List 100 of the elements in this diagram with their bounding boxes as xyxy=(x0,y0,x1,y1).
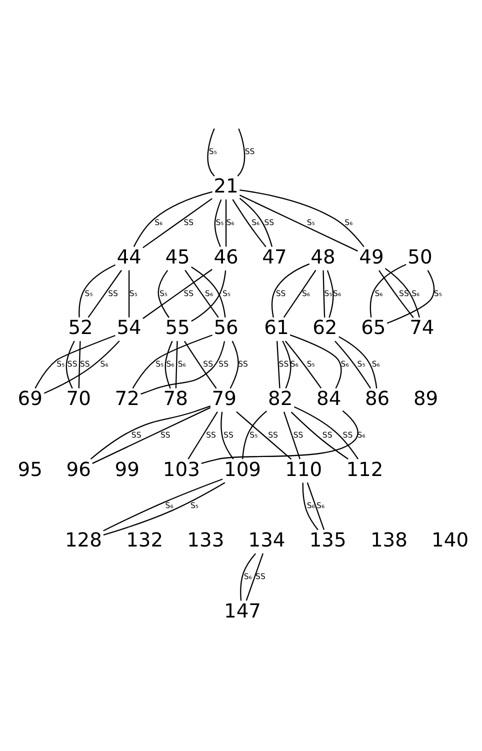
edge-label: SS xyxy=(268,430,278,439)
connector xyxy=(207,128,215,176)
connector xyxy=(78,264,116,317)
connector xyxy=(158,269,170,318)
connector xyxy=(284,340,322,388)
connector xyxy=(239,197,273,246)
node-text: 78 xyxy=(163,386,188,410)
connector xyxy=(132,334,212,388)
connector xyxy=(142,268,212,318)
node-text: 95 xyxy=(18,457,42,480)
connector xyxy=(225,198,227,246)
node-text: 62 xyxy=(312,316,338,339)
connector xyxy=(384,267,420,318)
connector xyxy=(386,270,435,324)
connector xyxy=(184,340,217,388)
connector xyxy=(239,194,358,252)
edge-label: S₆ xyxy=(357,430,366,439)
edge-label: S₅ xyxy=(222,288,231,298)
node-text: 133 xyxy=(187,528,224,552)
connector xyxy=(282,340,292,388)
connector xyxy=(34,334,116,388)
connector xyxy=(232,198,266,247)
edge-label: S₆ xyxy=(333,288,342,298)
node-text: 47 xyxy=(262,244,287,268)
edge-label: S₅ xyxy=(216,217,224,226)
edge-label: S₆ xyxy=(344,217,353,226)
node-text: 21 xyxy=(214,174,238,198)
node-text: 65 xyxy=(361,316,386,339)
node-text: 89 xyxy=(413,386,438,410)
edge-label: S₅ xyxy=(208,146,217,156)
connector xyxy=(237,128,246,176)
connector xyxy=(294,406,359,459)
node-text: 74 xyxy=(410,316,434,339)
edge-label: S₆ xyxy=(100,359,108,368)
connector xyxy=(214,198,222,247)
edge-label: S₅ xyxy=(434,288,442,298)
edge-label: S₅ xyxy=(159,288,168,298)
edge-label: S₆ xyxy=(166,359,174,368)
edge-label: SS xyxy=(256,571,266,580)
edge-label: S₆ xyxy=(252,217,260,226)
connector xyxy=(133,190,212,246)
edge-label: SS xyxy=(108,288,118,298)
connector xyxy=(188,411,218,459)
edge-label: S₆ xyxy=(226,217,234,226)
connector xyxy=(302,482,318,530)
connector xyxy=(276,340,280,388)
node-text: 79 xyxy=(212,386,236,410)
edge-label: S₆ xyxy=(374,288,383,298)
connector xyxy=(378,270,414,318)
connector xyxy=(220,411,234,459)
node-text: 112 xyxy=(346,457,384,480)
edge-label: S₆ xyxy=(316,500,325,510)
node-text: 72 xyxy=(114,386,140,410)
edge-label: S₆ xyxy=(302,288,310,298)
node-text: 46 xyxy=(214,244,238,268)
connector xyxy=(66,340,75,388)
connector xyxy=(142,198,212,248)
edge-label: S₆ xyxy=(205,288,214,298)
edge-label: SS xyxy=(131,430,142,439)
connector xyxy=(322,270,326,318)
edge-label: SS xyxy=(293,430,304,439)
connector xyxy=(242,410,267,459)
connector xyxy=(326,270,334,318)
edge-label: SS xyxy=(160,430,170,439)
node-text: 70 xyxy=(66,386,91,410)
connector xyxy=(240,552,256,600)
edge-label: S₆ xyxy=(244,571,252,580)
edge-label: SS xyxy=(184,288,194,298)
connector xyxy=(140,340,226,394)
connector xyxy=(283,411,300,459)
edge-label: S₅ xyxy=(306,217,315,226)
node-text: 50 xyxy=(408,244,432,268)
edge-label: SS xyxy=(278,359,289,368)
edge-label: SS xyxy=(322,430,332,439)
edge-label: S₅ xyxy=(156,359,164,368)
connector xyxy=(246,552,264,600)
node-text: 44 xyxy=(116,244,142,268)
connector xyxy=(201,410,358,464)
edge-label: S₅ xyxy=(324,288,332,298)
edge-label: S₅ xyxy=(190,500,199,510)
node-text: 135 xyxy=(309,528,346,552)
edge-label: SS xyxy=(264,217,274,226)
node-text: 48 xyxy=(310,244,336,268)
node-text: 45 xyxy=(165,244,190,268)
edge-label: SS xyxy=(238,359,248,368)
node-text: 84 xyxy=(316,386,342,410)
edge-label: SS xyxy=(399,288,409,298)
connector xyxy=(230,340,239,388)
edge-label: SS xyxy=(276,288,286,298)
node-text: 132 xyxy=(126,528,164,552)
node-text: 128 xyxy=(64,528,102,552)
connector xyxy=(334,340,372,388)
edge-label: S₆ xyxy=(412,288,420,298)
connector xyxy=(271,262,310,318)
connector xyxy=(240,189,364,247)
node-text: 96 xyxy=(66,457,91,480)
connector xyxy=(370,263,406,317)
node-text: 140 xyxy=(432,528,469,552)
edge-label: SS xyxy=(203,359,214,368)
connector xyxy=(128,270,130,317)
